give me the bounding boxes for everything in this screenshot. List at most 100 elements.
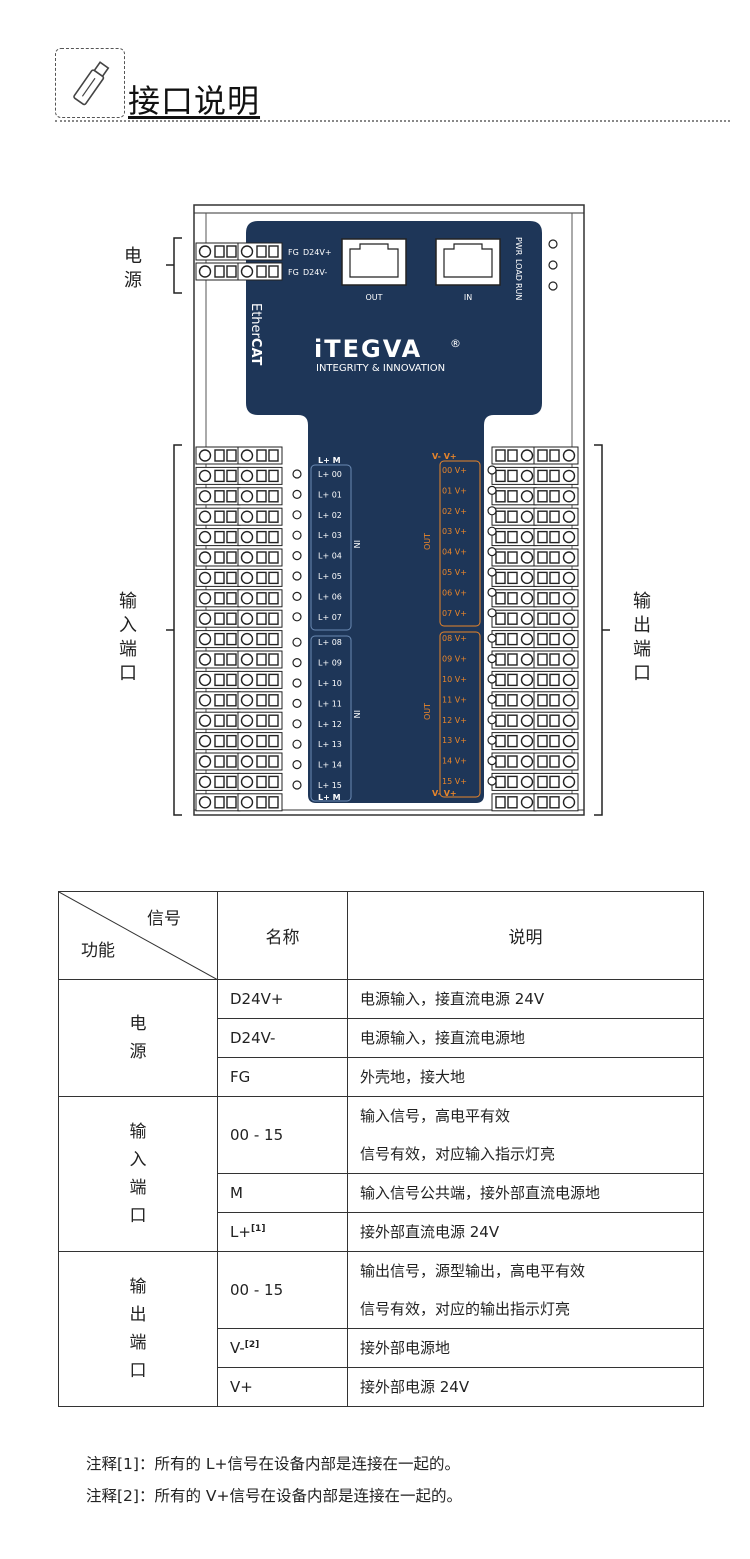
description-cell: 输入信号，高电平有效信号有效，对应输入指示灯亮 [347, 1096, 704, 1174]
led-label-pwr: PWR [514, 237, 523, 256]
input-led [292, 678, 302, 688]
ethercat-logo: EtherCAT [248, 303, 263, 365]
input-channel-label: L+ 11 [318, 699, 342, 708]
output-channel-label: 15 V+ [442, 777, 467, 786]
input-led [292, 510, 302, 520]
input-channel-label: L+ 15 [318, 781, 342, 790]
signal-name: V+ [230, 1378, 253, 1396]
in-header-label: L+ M [318, 456, 341, 465]
load-led [548, 260, 558, 270]
power-label: 电源 [124, 246, 142, 291]
output-led [487, 465, 497, 475]
output-led [487, 735, 497, 745]
terminal-d24v-plus: D24V+ [303, 248, 332, 257]
signal-name-cell: 00 - 15 [217, 1251, 348, 1329]
out-footer-label: V- V+ [432, 789, 457, 798]
signal-name-cell: V-[2] [217, 1328, 348, 1368]
input-led [292, 698, 302, 708]
signal-name: V- [230, 1339, 245, 1357]
input-led [292, 658, 302, 668]
module-diagram: FG D24V+ FG D24V- OUT IN PWR LOAD RUN Et… [166, 204, 610, 816]
description-line: 接外部电源地 [360, 1339, 451, 1357]
output-channel-label: 13 V+ [442, 736, 467, 745]
header-divider [55, 120, 730, 122]
output-channel-label: 12 V+ [442, 716, 467, 725]
out-port-label: OUT [365, 293, 382, 302]
input-channel-label: L+ 02 [318, 511, 342, 520]
function-char: 源 [129, 1042, 147, 1062]
function-char: 电 [129, 1014, 147, 1034]
in-group-label-1: IN [352, 540, 361, 548]
description-line: 电源输入，接直流电源地 [360, 1029, 526, 1047]
signal-name: L+ [230, 1223, 251, 1241]
input-channel-label: L+ 09 [318, 659, 342, 668]
out-group-label-1: OUT [423, 533, 432, 550]
output-channel-label: 01 V+ [442, 486, 467, 495]
out-group-label-2: OUT [423, 703, 432, 720]
description-line: 输入信号公共端，接外部直流电源地 [360, 1184, 601, 1202]
header-name: 名称 [217, 891, 348, 980]
led-label-load: LOAD [514, 259, 523, 281]
signal-name: D24V- [230, 1029, 276, 1047]
input-channel-label: L+ 01 [318, 490, 342, 499]
input-channel-label: L+ 08 [318, 638, 342, 647]
signal-name: 00 - 15 [230, 1281, 284, 1299]
function-char: 端 [129, 1178, 147, 1198]
output-led [487, 587, 497, 597]
description-cell: 输出信号，源型输出，高电平有效信号有效，对应的输出指示灯亮 [347, 1251, 704, 1329]
output-led [487, 567, 497, 577]
output-led [487, 755, 497, 766]
signal-name-cell: L+[1] [217, 1212, 348, 1252]
input-led [292, 489, 302, 499]
output-channel-label: 03 V+ [442, 527, 467, 536]
header-diagonal-cell: 信号 功能 [58, 891, 218, 980]
description-cell: 电源输入，接直流电源 24V [347, 979, 704, 1019]
function-cell: 输出端口 [58, 1251, 218, 1407]
input-led [292, 739, 302, 749]
description-cell: 输入信号公共端，接外部直流电源地 [347, 1173, 704, 1213]
signal-name-cell: D24V- [217, 1018, 348, 1058]
output-led [487, 633, 497, 643]
output-channel-label: 05 V+ [442, 568, 467, 577]
output-channel-label: 07 V+ [442, 609, 467, 618]
terminal-fg-bottom: FG [288, 268, 299, 277]
input-channel-label: L+ 07 [318, 613, 342, 622]
ethercat-out-port [341, 238, 407, 286]
signal-name-cell: V+ [217, 1367, 348, 1407]
signal-name: M [230, 1184, 243, 1202]
output-channel-label: 00 V+ [442, 466, 467, 475]
description-line: 外壳地，接大地 [360, 1068, 466, 1086]
function-char: 口 [129, 1206, 147, 1226]
signal-name: 00 - 15 [230, 1126, 284, 1144]
input-channel-label: L+ 06 [318, 592, 342, 601]
brand-tagline: INTEGRITY & INNOVATION [316, 363, 445, 374]
table-row: L+[1]接外部直流电源 24V [59, 1212, 704, 1252]
output-channel-label: 02 V+ [442, 507, 467, 516]
brand-logo: iTEGVA [314, 335, 422, 363]
output-led [487, 776, 497, 786]
usb-stick-icon [55, 48, 125, 118]
pwr-led [548, 239, 558, 249]
output-led [487, 547, 497, 557]
input-led [292, 780, 302, 790]
input-channel-label: L+ 12 [318, 720, 342, 729]
output-channel-label: 04 V+ [442, 548, 467, 557]
signal-name-cell: M [217, 1173, 348, 1213]
function-cell: 电源 [58, 979, 218, 1097]
table-row: D24V- 电源输入，接直流电源地 [59, 1018, 704, 1058]
description-line: 信号有效，对应输入指示灯亮 [360, 1145, 556, 1163]
signal-name: D24V+ [230, 990, 284, 1008]
output-led [487, 485, 497, 495]
input-channel-label: L+ 04 [318, 552, 342, 561]
footnote-ref: [2] [244, 1340, 260, 1350]
terminal-fg-top: FG [288, 248, 299, 257]
output-led [487, 506, 497, 516]
description-line: 信号有效，对应的输出指示灯亮 [360, 1300, 571, 1318]
function-char: 口 [129, 1361, 147, 1381]
input-channel-label: L+ 05 [318, 572, 342, 581]
table-row: M 输入信号公共端，接外部直流电源地 [59, 1173, 704, 1213]
function-char: 输 [129, 1277, 147, 1297]
table-row: 电源 D24V+ 电源输入，接直流电源 24V [58, 979, 704, 1097]
function-char: 入 [129, 1150, 147, 1170]
table-row: 输出端口 00 - 15 输出信号，源型输出，高电平有效信号有效，对应的输出指示灯亮 [58, 1251, 704, 1407]
